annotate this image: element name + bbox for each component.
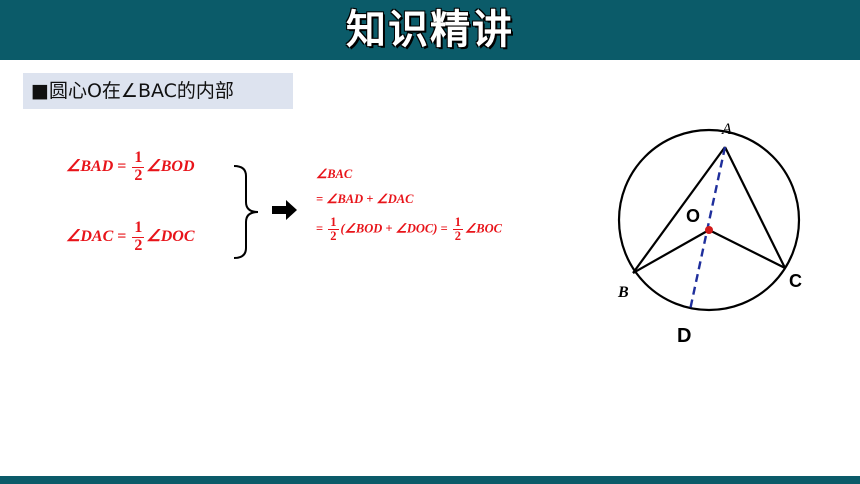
curly-brace	[233, 165, 259, 259]
radius-oc	[708, 229, 786, 269]
chord-ac	[724, 146, 786, 269]
eq2-num: 1	[132, 219, 145, 238]
line3-den-b: 2	[454, 229, 462, 244]
radius-ob	[632, 229, 710, 274]
eq2-lhs: ∠DAC	[66, 227, 114, 245]
section-label: ■圆心O在∠BAC的内部	[31, 80, 234, 102]
line3-num-b: 1	[452, 215, 464, 231]
line3-den-a: 2	[330, 229, 337, 244]
page-title: 知识精讲	[346, 7, 514, 53]
label-a: A	[721, 121, 732, 138]
center-point	[705, 226, 713, 234]
circle-figure: A B C D O	[617, 121, 802, 347]
eq1-num: 1	[132, 149, 145, 168]
line3-middle: (∠BOD + ∠DOC) =	[340, 221, 448, 236]
derivation-line1: ∠BAC	[316, 167, 353, 181]
label-d: D	[677, 325, 691, 347]
eq2-den: 2	[134, 236, 143, 254]
line3-end: ∠BOC	[465, 221, 502, 236]
label-c: C	[789, 271, 802, 291]
section-label-box: ■圆心O在∠BAC的内部	[23, 73, 293, 109]
circle	[617, 128, 801, 312]
chord-ab	[632, 146, 726, 274]
eq1-lhs: ∠BAD	[66, 157, 114, 175]
eq1-equals: =	[117, 157, 127, 175]
line3-prefix: =	[316, 221, 324, 236]
label-b: B	[617, 284, 629, 301]
eq2-rhs: ∠DOC	[146, 227, 195, 245]
implies-arrow-icon	[272, 200, 297, 220]
eq1-den: 2	[134, 166, 143, 184]
footer-bar	[0, 476, 860, 484]
eq2-equals: =	[117, 227, 127, 245]
label-o: O	[686, 206, 700, 226]
line3-num-a: 1	[328, 215, 339, 231]
header-bar	[0, 0, 860, 60]
derivation-line2: = ∠BAD + ∠DAC	[316, 192, 414, 206]
eq1-rhs: ∠BOD	[146, 157, 195, 175]
